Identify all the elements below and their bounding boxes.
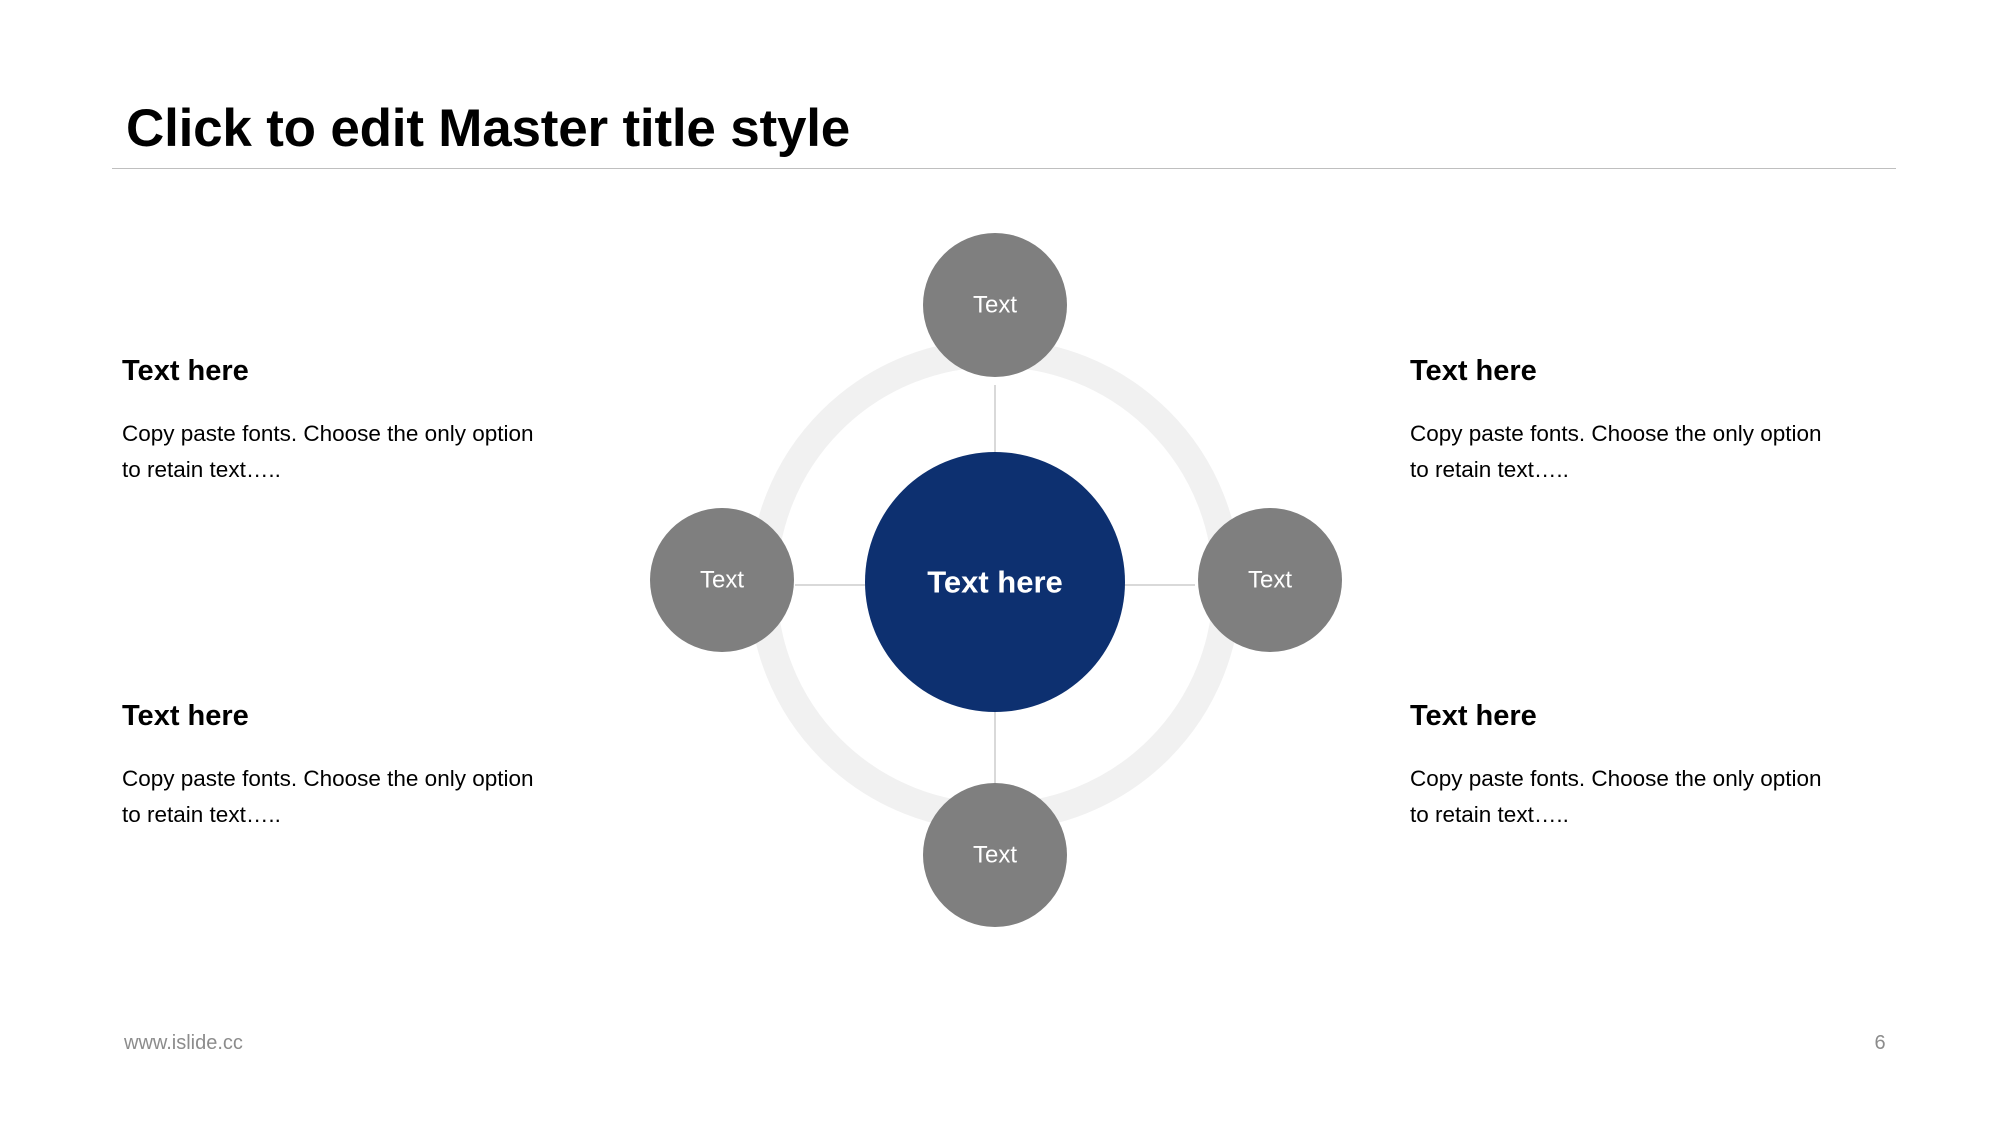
node-circle-right: [1198, 508, 1342, 652]
node-label-left: Text: [700, 567, 744, 594]
block-body-line: to retain text…..: [122, 802, 281, 828]
block-body-line: Copy paste fonts. Choose the only option: [1410, 421, 1822, 446]
block-body: Copy paste fonts. Choose the only option…: [1410, 761, 1880, 834]
block-body: Copy paste fonts. Choose the only option…: [1410, 416, 1880, 489]
block-body-line: Copy paste fonts. Choose the only option: [122, 766, 534, 791]
page-title: Click to edit Master title style: [126, 99, 851, 158]
block-body-line: to retain text…..: [1410, 802, 1569, 828]
block-heading: Text here: [1410, 700, 1537, 732]
page-number: 6: [1874, 1032, 1886, 1054]
node-label-top: Text: [973, 292, 1017, 319]
footer-url[interactable]: www.islide.cc: [124, 1032, 243, 1054]
block-body-line: to retain text…..: [122, 457, 281, 483]
text-block-top-left: Text here Copy paste fonts. Choose the o…: [122, 355, 592, 489]
text-block-bottom-right: Text here Copy paste fonts. Choose the o…: [1410, 700, 1880, 834]
block-body: Copy paste fonts. Choose the only option…: [122, 761, 592, 834]
block-heading: Text here: [1410, 355, 1537, 387]
text-block-bottom-left: Text here Copy paste fonts. Choose the o…: [122, 700, 592, 834]
block-body-line: to retain text…..: [1410, 457, 1569, 483]
block-body-line: Copy paste fonts. Choose the only option: [1410, 766, 1822, 791]
node-label-right: Text: [1248, 567, 1292, 594]
hub-label: Text here: [927, 565, 1063, 600]
node-label-bottom: Text: [973, 842, 1017, 869]
hub-and-spoke-diagram: Text Text Text Text Text here: [635, 225, 1355, 945]
block-heading: Text here: [122, 355, 249, 387]
text-block-top-right: Text here Copy paste fonts. Choose the o…: [1410, 355, 1880, 489]
block-heading: Text here: [122, 700, 249, 732]
hub-circle: [865, 452, 1125, 712]
node-circle-top: [923, 233, 1067, 377]
block-body-line: Copy paste fonts. Choose the only option: [122, 421, 534, 446]
node-circle-left: [650, 508, 794, 652]
title-divider: [112, 168, 1896, 169]
node-circle-bottom: [923, 783, 1067, 927]
block-body: Copy paste fonts. Choose the only option…: [122, 416, 592, 489]
